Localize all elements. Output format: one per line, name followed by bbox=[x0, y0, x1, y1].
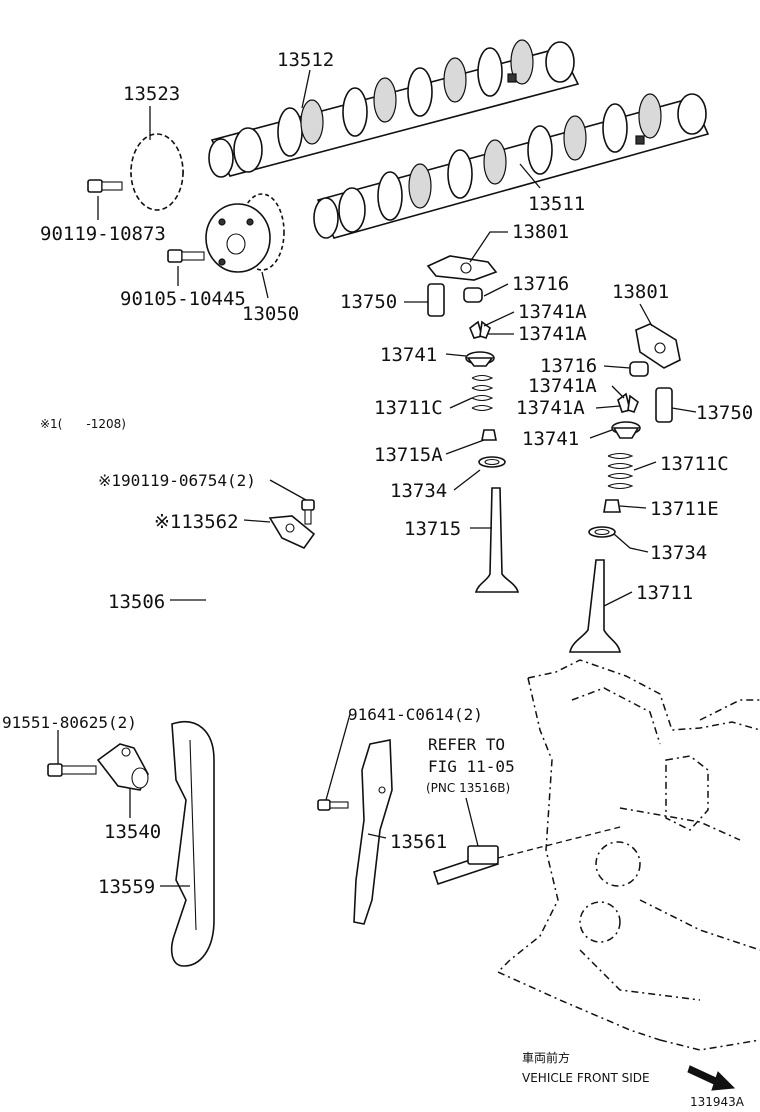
label-13734-left: 13734 bbox=[390, 480, 447, 502]
bolt-90119-06754[interactable] bbox=[301, 499, 315, 525]
seal-13711E[interactable] bbox=[603, 499, 621, 513]
lash-adjuster-13750-left[interactable] bbox=[427, 283, 445, 317]
label-91641-C0614: 91641-C0614(2) bbox=[348, 705, 483, 724]
vehicle-front-arrow-icon bbox=[687, 1065, 736, 1091]
lash-adjuster-13750-right[interactable] bbox=[655, 387, 673, 423]
label-13711C-left: 13711C bbox=[374, 397, 443, 419]
camshaft-13512[interactable] bbox=[208, 39, 580, 178]
engine-block-outline bbox=[496, 659, 760, 1051]
label-13559: 13559 bbox=[98, 876, 155, 898]
plate-13562[interactable] bbox=[268, 515, 316, 550]
bolt-90105-10445[interactable] bbox=[167, 249, 205, 263]
front-side-jp: 車両前方 bbox=[522, 1050, 570, 1065]
label-13540: 13540 bbox=[104, 821, 161, 843]
figure-id: 131943A bbox=[690, 1095, 745, 1109]
label-13506: 13506 bbox=[108, 591, 165, 613]
retainer-13741-left[interactable] bbox=[465, 351, 495, 367]
spring-13711C-right[interactable] bbox=[607, 452, 634, 490]
shaft-reference-line bbox=[497, 825, 625, 859]
rocker-arm-13801-right[interactable] bbox=[635, 323, 681, 369]
timing-chain-13506[interactable] bbox=[212, 563, 334, 1013]
sprocket-13523[interactable] bbox=[130, 133, 184, 211]
leader-lines bbox=[57, 69, 697, 887]
label-13050: 13050 bbox=[242, 303, 299, 325]
label-13741A-4: 13741A bbox=[516, 397, 585, 419]
keeper-13741A-right[interactable] bbox=[617, 392, 639, 413]
label-13716-left: 13716 bbox=[512, 273, 569, 295]
seat-13734-left[interactable] bbox=[478, 456, 506, 468]
label-13741-right: 13741 bbox=[522, 428, 579, 450]
bolt-91551-80625[interactable] bbox=[47, 763, 97, 777]
oil-nozzle-13516B[interactable] bbox=[432, 845, 500, 886]
camshaft-13511[interactable] bbox=[313, 93, 710, 239]
label-13715A: 13715A bbox=[374, 444, 443, 466]
label-13734-right: 13734 bbox=[650, 542, 707, 564]
adjuster-13716-right[interactable] bbox=[629, 361, 649, 377]
chain-guide-13561[interactable] bbox=[353, 739, 393, 925]
label-13741A-1: 13741A bbox=[518, 301, 587, 323]
note-range: ※1( -1208) bbox=[40, 417, 126, 431]
bolt-91641-C0614[interactable] bbox=[317, 799, 349, 811]
vvt-gear-13050[interactable] bbox=[205, 193, 285, 273]
valve-13715[interactable] bbox=[474, 487, 520, 593]
label-13711: 13711 bbox=[636, 582, 693, 604]
seat-13734-right[interactable] bbox=[588, 526, 616, 538]
rocker-arm-13801-left[interactable] bbox=[426, 255, 498, 281]
seal-13715A[interactable] bbox=[481, 429, 497, 441]
label-13511: 13511 bbox=[528, 193, 585, 215]
label-90105-10445: 90105-10445 bbox=[120, 288, 246, 310]
label-13750-right: 13750 bbox=[696, 402, 753, 424]
label-91551-80625: 91551-80625(2) bbox=[2, 713, 137, 732]
keeper-13741A-left[interactable] bbox=[469, 320, 491, 339]
part-labels: 13512 13523 90119-10873 13511 90105-1044… bbox=[2, 49, 753, 1109]
tensioner-13540[interactable] bbox=[96, 743, 149, 791]
label-13801-right: 13801 bbox=[612, 281, 669, 303]
spring-13711C-left[interactable] bbox=[471, 374, 494, 412]
label-13716-right: 13716 bbox=[540, 355, 597, 377]
label-90119-10873: 90119-10873 bbox=[40, 223, 166, 245]
label-13741A-3: 13741A bbox=[528, 375, 597, 397]
label-13711C-right: 13711C bbox=[660, 453, 729, 475]
label-13561: 13561 bbox=[390, 831, 447, 853]
label-90119-06754: ※190119-06754(2) bbox=[98, 471, 256, 490]
bolt-90119-10873[interactable] bbox=[87, 179, 123, 193]
adjuster-13716-left[interactable] bbox=[463, 287, 483, 303]
label-13711E: 13711E bbox=[650, 498, 719, 520]
valve-13711[interactable] bbox=[569, 559, 621, 653]
refer-line-3: (PNC 13516B) bbox=[426, 781, 510, 795]
front-side-en: VEHICLE FRONT SIDE bbox=[522, 1071, 650, 1085]
label-13741-left: 13741 bbox=[380, 344, 437, 366]
refer-line-1: REFER TO bbox=[428, 735, 505, 754]
retainer-13741-right[interactable] bbox=[611, 421, 641, 439]
refer-line-2: FIG 11-05 bbox=[428, 757, 515, 776]
label-13741A-2: 13741A bbox=[518, 323, 587, 345]
label-13750-left: 13750 bbox=[340, 291, 397, 313]
label-13801-left: 13801 bbox=[512, 221, 569, 243]
label-13715: 13715 bbox=[404, 518, 461, 540]
label-13512: 13512 bbox=[277, 49, 334, 71]
label-13523: 13523 bbox=[123, 83, 180, 105]
chain-slipper-13559[interactable] bbox=[170, 721, 215, 967]
label-13562: ※113562 bbox=[154, 511, 239, 533]
